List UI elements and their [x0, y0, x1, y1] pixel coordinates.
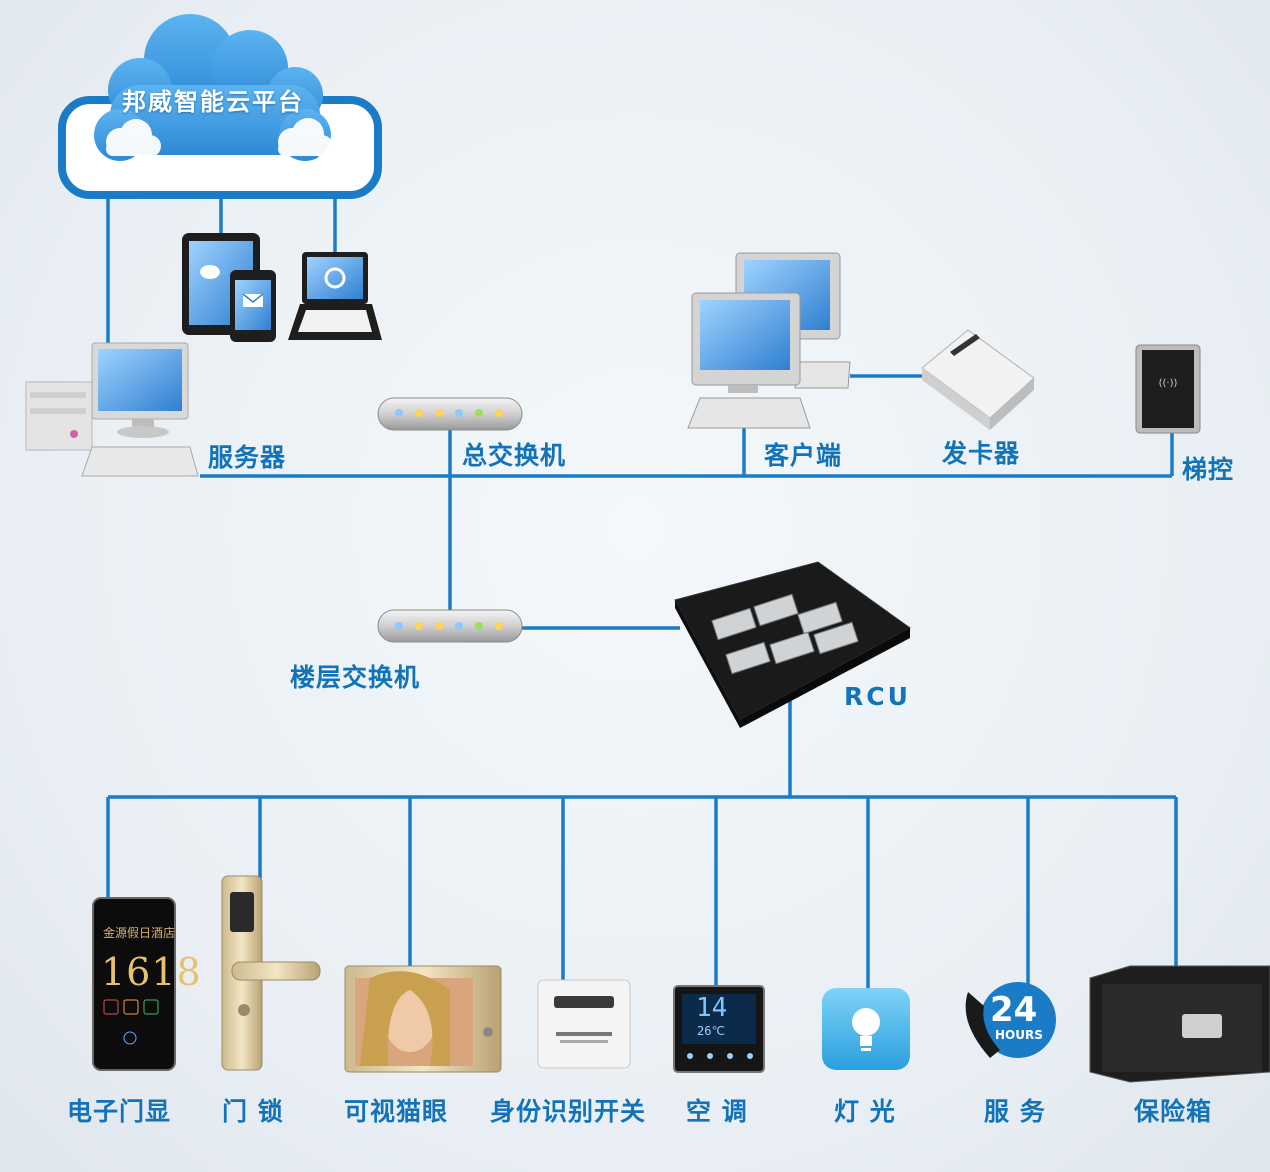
device-label-id-switch: 身份识别开关	[490, 1097, 647, 1126]
floor-switch-device	[377, 609, 523, 643]
service-hours-number: 24	[990, 990, 1038, 1030]
elevator-control-device: ((·))	[1135, 344, 1201, 434]
floor-switch-label: 楼层交换机	[290, 663, 421, 692]
server-computer	[25, 342, 199, 477]
mobile-devices	[182, 233, 382, 342]
card-issuer-label: 发卡器	[942, 439, 1021, 468]
connection-lines	[106, 195, 1178, 992]
client-computers	[687, 252, 851, 429]
device-label-door-lock: 门 锁	[222, 1097, 284, 1126]
device-label-peephole: 可视猫眼	[344, 1097, 449, 1126]
cloud-platform	[58, 14, 382, 199]
ac-temperature: 14	[696, 993, 728, 1023]
device-label-service: 服 务	[984, 1097, 1046, 1126]
door-display-device	[92, 897, 176, 1071]
service-24h-icon	[965, 982, 1056, 1058]
device-label-door-display: 电子门显	[67, 1097, 172, 1126]
ac-thermostat-device	[673, 985, 765, 1073]
door-display-hotel-name: 金源假日酒店	[103, 926, 176, 940]
card-issuer-device	[921, 329, 1035, 430]
elevator-control-label: 梯控	[1182, 455, 1235, 484]
main-switch-device	[377, 397, 523, 431]
server-label: 服务器	[208, 443, 287, 472]
door-display-number: 1618	[101, 950, 202, 994]
rcu-device	[674, 561, 911, 728]
safe-box-device	[1089, 965, 1270, 1083]
cloud-platform-title: 邦威智能云平台	[122, 87, 304, 116]
ac-room-temperature: 26℃	[697, 1024, 725, 1038]
light-bulb-icon	[822, 988, 910, 1070]
main-switch-label: 总交换机	[462, 441, 567, 470]
device-label-safe: 保险箱	[1134, 1097, 1213, 1126]
svg-text:((·)): ((·))	[1159, 378, 1178, 389]
peephole-video-device	[344, 965, 502, 1073]
card-switch-device	[537, 979, 631, 1069]
rcu-label: RCU	[844, 682, 911, 711]
door-lock-device	[221, 875, 321, 1071]
service-hours-unit: HOURS	[995, 1028, 1043, 1042]
device-label-light: 灯 光	[834, 1097, 896, 1126]
device-label-ac: 空 调	[686, 1097, 748, 1126]
client-label: 客户端	[764, 441, 843, 470]
